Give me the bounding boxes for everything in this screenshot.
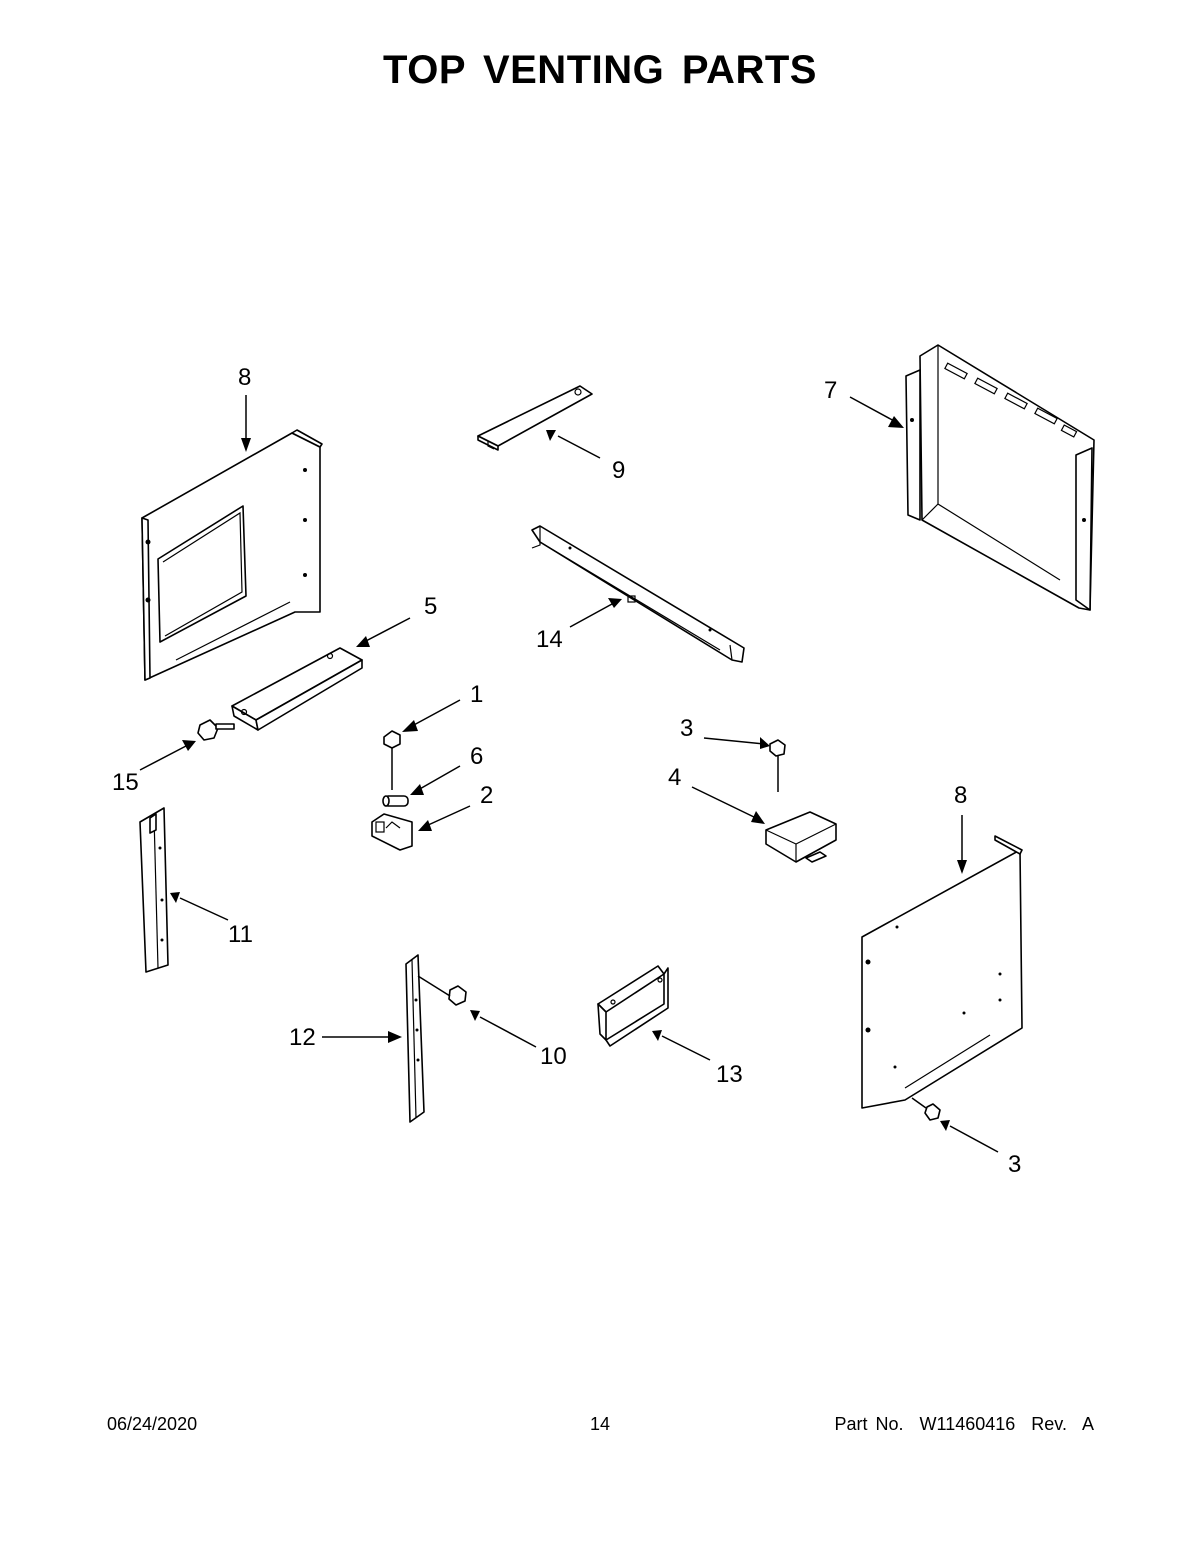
part-8-left-side-panel <box>141 429 323 681</box>
part-11-vertical-bracket <box>139 807 169 973</box>
callout-8-upper: 8 <box>238 364 251 391</box>
callout-10: 10 <box>540 1043 567 1070</box>
callout-3-upper: 3 <box>680 715 693 742</box>
part-1-screw <box>383 730 401 790</box>
callout-3-lower: 3 <box>1008 1151 1021 1178</box>
part-4-module <box>765 811 837 863</box>
part-12-strip <box>405 954 425 1123</box>
callout-labels: 8 9 7 5 14 1 6 2 15 11 3 4 8 12 10 13 3 <box>112 364 1021 1178</box>
callout-12: 12 <box>289 1024 316 1051</box>
callout-4: 4 <box>668 764 681 791</box>
part-3-screw-upper <box>769 739 786 792</box>
part-7-rear-panel <box>905 344 1095 611</box>
callout-15: 15 <box>112 769 139 796</box>
part-8-right-side-panel <box>861 835 1023 1109</box>
footer-date: 06/24/2020 <box>107 1414 198 1434</box>
callout-13: 13 <box>716 1061 743 1088</box>
part-9-vent-plate <box>477 385 593 451</box>
part-6-cylinder <box>382 795 409 807</box>
callout-11: 11 <box>228 921 253 948</box>
part-5-bracket <box>231 647 363 731</box>
footer-part-number: Part No. W11460416 Rev. A <box>834 1414 1094 1434</box>
callout-6: 6 <box>470 743 483 770</box>
callout-1: 1 <box>470 681 483 708</box>
callout-14: 14 <box>536 626 563 653</box>
part-13-z-bracket <box>597 965 669 1047</box>
callout-8-lower: 8 <box>954 782 967 809</box>
part-15-screw <box>197 719 235 741</box>
footer-page-number: 14 <box>590 1414 611 1434</box>
part-10-screw <box>417 975 467 1006</box>
callout-7: 7 <box>824 377 837 404</box>
part-3-screw-lower <box>911 1097 941 1121</box>
callout-2: 2 <box>480 782 493 809</box>
callout-5: 5 <box>424 593 437 620</box>
page-title: TOP VENTING PARTS <box>383 48 817 92</box>
leader-arrows <box>139 395 999 1153</box>
part-14-rail <box>531 525 745 663</box>
part-2-holder <box>371 813 413 851</box>
callout-9: 9 <box>612 457 625 484</box>
